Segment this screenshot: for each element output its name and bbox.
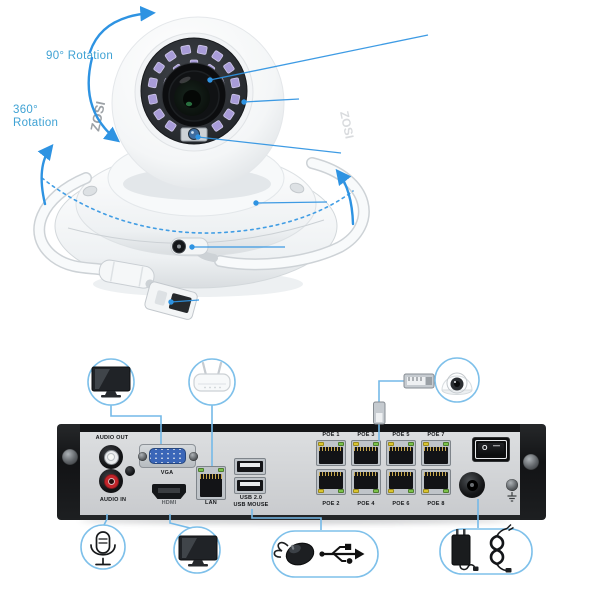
rotation-360-label: 360°Rotation xyxy=(13,104,58,130)
ir-led xyxy=(211,50,224,62)
poe-rj45-port xyxy=(351,469,381,495)
poe-ethernet-cable-icon xyxy=(373,373,435,425)
lens-barrel xyxy=(161,62,227,128)
rotation-360-line2: Rotation xyxy=(13,117,59,129)
ir-led xyxy=(153,61,165,74)
poe-rj45-port xyxy=(421,469,451,495)
left-cap-screw xyxy=(62,449,78,465)
ir-led xyxy=(164,50,177,62)
usb-port-bottom xyxy=(234,477,266,494)
camera-pigtail-cables xyxy=(33,172,218,320)
dome-camera-icon xyxy=(441,372,473,395)
usb-port-top xyxy=(234,458,266,475)
poe-rj45-port xyxy=(316,440,346,466)
rotate-90-arrow-down xyxy=(87,56,121,143)
poe3-label: POE 3 xyxy=(357,432,375,438)
vga-port xyxy=(139,444,196,468)
poe-rj45-port xyxy=(386,469,416,495)
reset-knob xyxy=(125,466,135,476)
ground-screw xyxy=(506,479,518,491)
lan-label: LAN xyxy=(205,500,217,506)
ir-led xyxy=(147,93,158,105)
ground-symbol xyxy=(507,492,517,502)
lan-port xyxy=(196,466,226,500)
ir-led xyxy=(223,61,235,74)
switch-on-glyph: — xyxy=(493,443,500,450)
power-adapter-icon xyxy=(451,524,514,573)
poe-rj45-port xyxy=(316,469,346,495)
microphone-bubble xyxy=(80,524,126,570)
hdmi-monitor-bubble xyxy=(173,526,221,574)
poe5-label: POE 5 xyxy=(392,432,410,438)
rotation-90-label: 90° Rotation xyxy=(46,50,114,62)
nvr-left-cap xyxy=(57,424,80,520)
poe2-label: POE 2 xyxy=(322,501,340,507)
dome-camera-bubble xyxy=(434,357,480,403)
hdmi-port xyxy=(152,484,186,499)
vga-label: VGA xyxy=(160,470,174,476)
rotation-360-line1: 360° xyxy=(13,104,38,116)
ir-led xyxy=(164,120,177,132)
vga-screw-left xyxy=(138,452,147,461)
ir-led xyxy=(196,44,208,55)
usb-mouse-icon xyxy=(273,541,315,566)
usb-symbol-icon xyxy=(319,543,365,564)
rotate-360-dashed-arc xyxy=(41,177,354,234)
vga-monitor-icon xyxy=(91,366,131,398)
vga-screw-right xyxy=(189,452,198,461)
ir-led xyxy=(180,44,192,55)
poe1-label: POE 1 xyxy=(322,432,340,438)
mount-hole-left xyxy=(82,185,98,197)
usb-label-line2: USB MOUSE xyxy=(233,501,269,508)
hdmi-monitor-icon xyxy=(178,535,218,567)
ir-led xyxy=(153,108,165,121)
callout-dots xyxy=(168,77,259,305)
poe-rj45-port xyxy=(421,440,451,466)
poe-rj45-port xyxy=(351,440,381,466)
callout-lines xyxy=(170,34,429,303)
ir-led xyxy=(223,108,235,121)
ir-led xyxy=(147,77,158,89)
audio-out-label: AUDIO OUT xyxy=(95,435,129,441)
wifi-router-bubble xyxy=(188,358,236,406)
rotation-arrows xyxy=(37,5,355,234)
audio-out-jack xyxy=(99,445,123,469)
rotate-90-arrow-up xyxy=(88,5,156,54)
poe4-label: POE 4 xyxy=(357,501,375,507)
ir-led xyxy=(211,120,224,132)
poe8-label: POE 8 xyxy=(427,501,445,507)
cable-power-connector xyxy=(170,237,209,256)
power-adapter-bubble xyxy=(439,528,533,575)
poe6-label: POE 6 xyxy=(392,501,410,507)
usb-mouse-bubble xyxy=(271,530,379,578)
power-switch: O — xyxy=(472,437,510,462)
mount-hole-right xyxy=(289,182,305,194)
audio-in-jack xyxy=(99,469,123,493)
microphone-icon xyxy=(90,531,116,566)
light-sensor xyxy=(180,127,208,142)
audio-in-label: AUDIO IN xyxy=(99,497,127,503)
dome-camera-illustration: ZOSI ZOSI xyxy=(33,5,429,320)
switch-off-glyph: O xyxy=(482,444,488,452)
ir-led xyxy=(230,93,241,105)
right-cap-screw xyxy=(523,454,539,470)
poe-rj45-port xyxy=(386,440,416,466)
nvr-right-cap xyxy=(520,424,546,520)
rotate-360-arrow-left xyxy=(37,143,54,206)
hdmi-label: HDMI xyxy=(161,500,177,506)
ir-led xyxy=(230,77,241,89)
usb-label-line1: USB 2.0 xyxy=(239,495,263,501)
nvr-top-edge xyxy=(70,424,530,433)
brand-logo-right: ZOSI xyxy=(337,110,357,140)
wifi-router-icon xyxy=(193,361,231,392)
poe7-label: POE 7 xyxy=(427,432,445,438)
vga-monitor-bubble xyxy=(87,358,135,406)
dc-power-jack xyxy=(459,472,485,498)
